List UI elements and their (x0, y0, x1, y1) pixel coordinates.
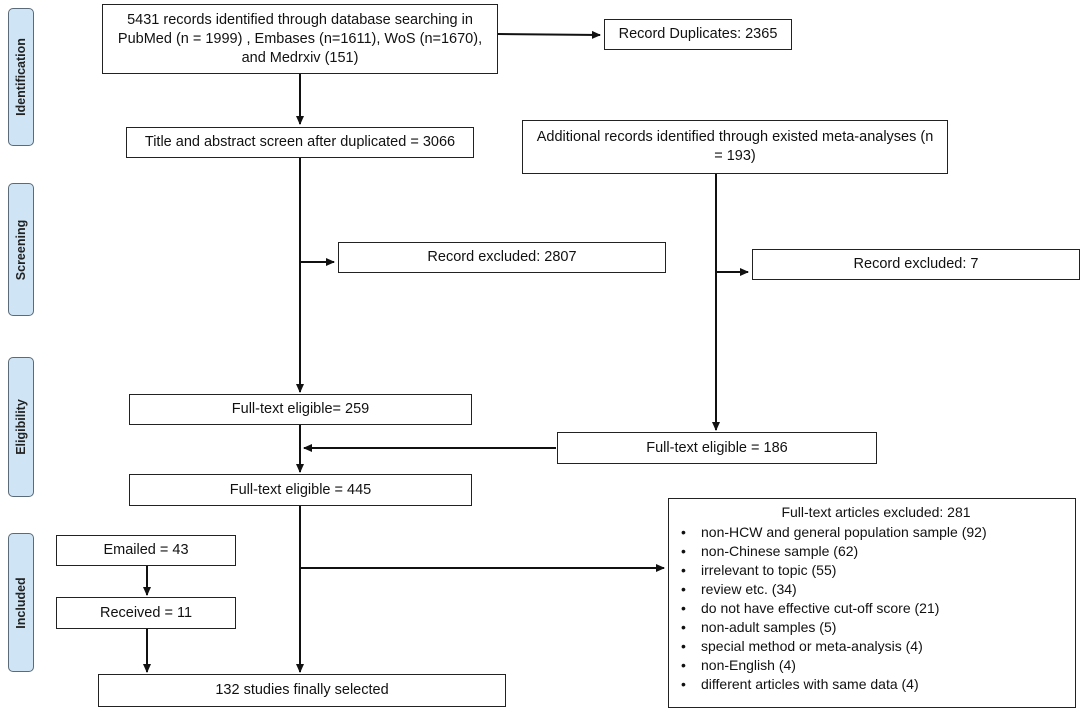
exclusions-list: non-HCW and general population sample (9… (679, 523, 1065, 694)
additional-records-box: Additional records identified through ex… (522, 120, 948, 174)
stage-screening-label: Screening (14, 219, 28, 280)
fulltext-eligible-259-box: Full-text eligible= 259 (129, 394, 472, 425)
exclusion-item: non-Chinese sample (62) (679, 542, 1065, 561)
stage-screening: Screening (8, 183, 34, 316)
emailed-box: Emailed = 43 (56, 535, 236, 566)
exclusion-item: non-English (4) (679, 656, 1065, 675)
received-box: Received = 11 (56, 597, 236, 629)
record-excluded-7-box: Record excluded: 7 (752, 249, 1080, 280)
record-excluded-2807-box: Record excluded: 2807 (338, 242, 666, 273)
record-duplicates-box: Record Duplicates: 2365 (604, 19, 792, 50)
final-selected-box: 132 studies finally selected (98, 674, 506, 707)
fulltext-exclusions-box: Full-text articles excluded: 281 non-HCW… (668, 498, 1076, 708)
stage-included: Included (8, 533, 34, 672)
stage-identification: Identification (8, 8, 34, 146)
stage-eligibility: Eligibility (8, 357, 34, 497)
exclusions-title: Full-text articles excluded: 281 (781, 504, 971, 520)
exclusion-item: non-HCW and general population sample (9… (679, 523, 1065, 542)
exclusion-item: special method or meta-analysis (4) (679, 637, 1065, 656)
records-identified-box: 5431 records identified through database… (102, 4, 498, 74)
arrow-to-duplicates (497, 30, 601, 39)
stage-identification-label: Identification (14, 38, 28, 116)
exclusion-item: do not have effective cut-off score (21) (679, 599, 1065, 618)
exclusion-item: different articles with same data (4) (679, 675, 1065, 694)
exclusion-item: irrelevant to topic (55) (679, 561, 1065, 580)
stage-included-label: Included (14, 576, 28, 629)
exclusion-item: non-adult samples (5) (679, 618, 1065, 637)
title-abstract-screen-box: Title and abstract screen after duplicat… (126, 127, 474, 158)
exclusion-item: review etc. (34) (679, 580, 1065, 599)
fulltext-eligible-445-box: Full-text eligible = 445 (129, 474, 472, 506)
fulltext-eligible-186-box: Full-text eligible = 186 (557, 432, 877, 464)
stage-eligibility-label: Eligibility (14, 399, 28, 455)
